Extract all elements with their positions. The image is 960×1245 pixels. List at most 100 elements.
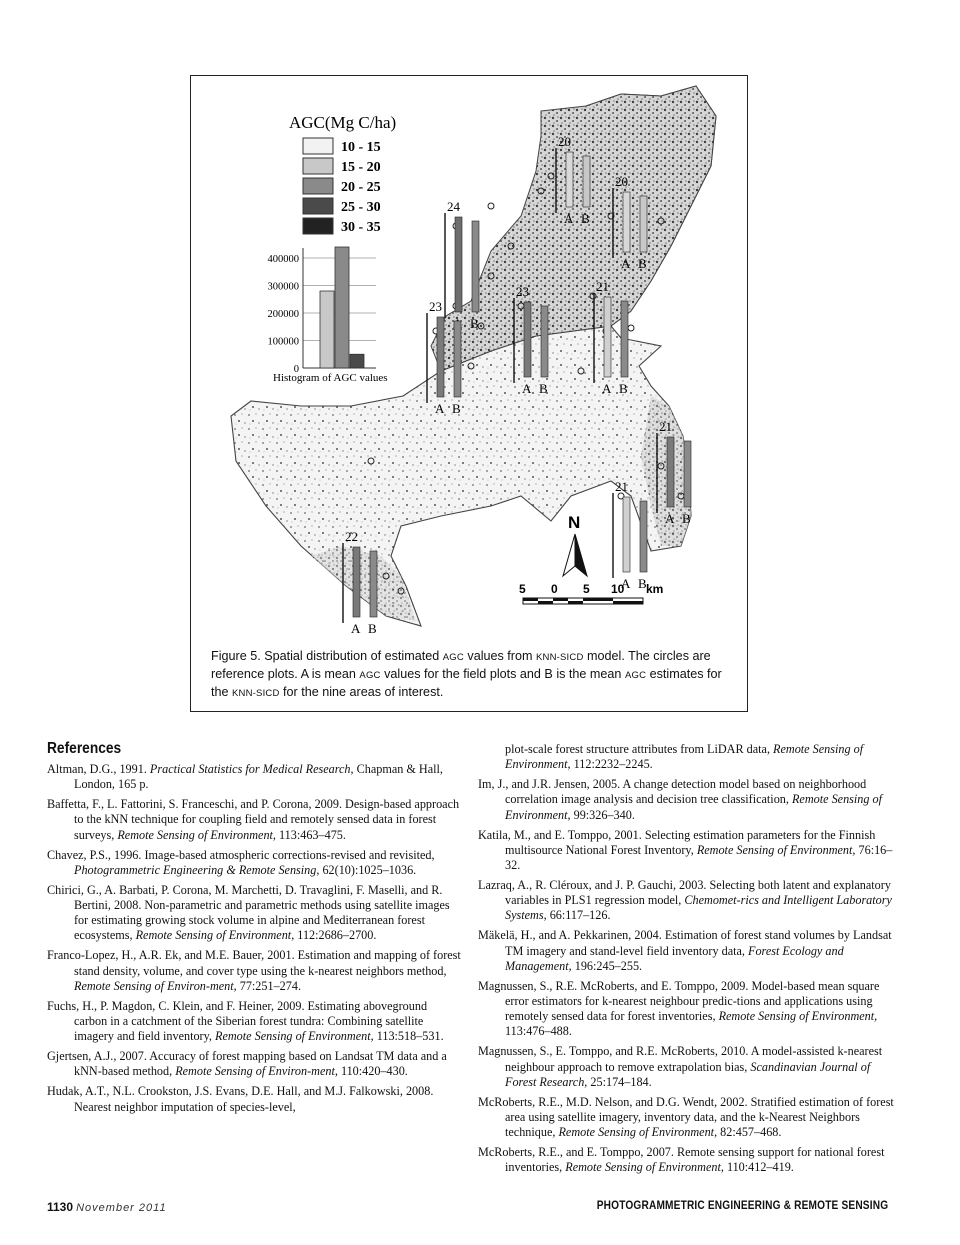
area-bar-a bbox=[666, 436, 675, 508]
area-a-label: A bbox=[351, 621, 361, 636]
reference-plot-circle bbox=[487, 272, 495, 280]
area-b-label: B bbox=[470, 316, 479, 331]
reference-entry: Hudak, A.T., N.L. Crookston, J.S. Evans,… bbox=[47, 1084, 434, 1114]
area-b-label: B bbox=[682, 511, 691, 526]
area-value-label: 24 bbox=[447, 199, 461, 214]
forest-zone-south bbox=[311, 546, 416, 621]
scale-unit: km bbox=[646, 582, 663, 596]
area-bar-b bbox=[582, 155, 591, 208]
reference-entry: Mäkelä, H., and A. Pekkarinen, 2004. Est… bbox=[478, 928, 892, 973]
scale-label: 0 bbox=[551, 582, 558, 596]
legend-label: 25 - 30 bbox=[341, 200, 381, 215]
reference-entry: Lazraq, A., R. Cléroux, and J. P. Gauchi… bbox=[478, 878, 892, 923]
reference-plot-circle bbox=[467, 362, 475, 370]
reference-entry: Altman, D.G., 1991. Practical Statistics… bbox=[47, 762, 443, 792]
north-arrow: N bbox=[562, 513, 588, 578]
area-b-label: B bbox=[452, 401, 461, 416]
area-value-label: 20 bbox=[615, 174, 628, 189]
north-label: N bbox=[568, 513, 580, 532]
legend-label: 10 - 15 bbox=[341, 140, 381, 155]
page-footer-left: 1130 November 2011 bbox=[47, 1200, 167, 1214]
reference-plot-circle bbox=[577, 367, 585, 375]
reference-entry: plot-scale forest structure attributes f… bbox=[505, 742, 864, 772]
histogram-bar bbox=[349, 353, 365, 369]
reference-entry: McRoberts, R.E., and E. Tomppo, 2007. Re… bbox=[478, 1145, 885, 1175]
scale-label: 5 bbox=[583, 582, 590, 596]
area-a-label: A bbox=[522, 381, 532, 396]
area-bar-b bbox=[369, 550, 378, 618]
area-a-label: A bbox=[665, 511, 675, 526]
reference-entry: Im, J., and J.R. Jensen, 2005. A change … bbox=[478, 777, 883, 822]
references-right-column: plot-scale forest structure attributes f… bbox=[478, 742, 898, 1180]
area-bar-b bbox=[683, 440, 692, 508]
area-b-label: B bbox=[368, 621, 377, 636]
reference-plot-circle bbox=[589, 292, 597, 300]
area-bar-a bbox=[352, 546, 361, 618]
area-bar-group: 24AB bbox=[444, 199, 480, 331]
reference-plot-circle bbox=[537, 187, 545, 195]
area-bar-b bbox=[639, 500, 648, 573]
reference-plot-circle bbox=[477, 322, 485, 330]
histogram-tick-label: 0 bbox=[294, 364, 299, 375]
histogram-title: Histogram of AGC values bbox=[273, 372, 388, 384]
area-b-label: B bbox=[638, 256, 647, 271]
area-b-label: B bbox=[581, 211, 590, 226]
journal-name: PHOTOGRAMMETRIC ENGINEERING & REMOTE SEN… bbox=[596, 1200, 888, 1212]
histogram-bar bbox=[334, 246, 350, 369]
area-bar-a bbox=[454, 216, 463, 313]
area-a-label: A bbox=[621, 256, 631, 271]
reference-plot-circle bbox=[397, 587, 405, 595]
legend-swatch bbox=[302, 137, 334, 155]
area-a-label: A bbox=[435, 401, 445, 416]
area-b-label: B bbox=[539, 381, 548, 396]
reference-entry: Gjertsen, A.J., 2007. Accuracy of forest… bbox=[47, 1049, 447, 1079]
area-bar-a bbox=[523, 301, 532, 378]
area-b-label: B bbox=[638, 576, 647, 591]
area-a-label: A bbox=[602, 381, 612, 396]
reference-entry: Franco-Lopez, H., A.R. Ek, and M.E. Baue… bbox=[47, 948, 461, 993]
area-bar-b bbox=[453, 320, 462, 398]
area-bar-a bbox=[436, 316, 445, 398]
legend-swatch bbox=[302, 157, 334, 175]
reference-plot-circle bbox=[382, 572, 390, 580]
reference-entry: Chavez, P.S., 1996. Image-based atmosphe… bbox=[47, 847, 435, 877]
reference-plot-circle bbox=[607, 212, 615, 220]
histogram-bar bbox=[319, 290, 335, 369]
histogram-tick-label: 100000 bbox=[268, 337, 300, 348]
reference-plot-circle bbox=[507, 242, 515, 250]
reference-entry: Chirici, G., A. Barbati, P. Corona, M. M… bbox=[47, 882, 450, 943]
issue-date: November 2011 bbox=[76, 1202, 167, 1214]
area-bar-b bbox=[540, 305, 549, 378]
reference-entry: Magnussen, S., E. Tomppo, and R.E. McRob… bbox=[478, 1044, 883, 1089]
area-value-label: 21 bbox=[615, 479, 628, 494]
legend-swatch bbox=[302, 177, 334, 195]
scale-label: 10 bbox=[611, 582, 625, 596]
area-bar-b bbox=[471, 220, 480, 313]
reference-plot-circle bbox=[657, 462, 665, 470]
histogram-tick-label: 400000 bbox=[268, 254, 300, 265]
legend-label: 15 - 20 bbox=[341, 160, 381, 175]
reference-entry: Fuchs, H., P. Magdon, C. Klein, and F. H… bbox=[47, 998, 444, 1044]
references-heading: References bbox=[47, 740, 122, 757]
legend-swatch bbox=[302, 217, 334, 235]
area-b-label: B bbox=[619, 381, 628, 396]
histogram-tick-label: 200000 bbox=[268, 309, 300, 320]
area-bar-a bbox=[565, 151, 574, 208]
reference-plot-circle bbox=[617, 492, 625, 500]
page-number: 1130 bbox=[47, 1200, 74, 1214]
legend-title: AGC(Mg C/ha) bbox=[289, 113, 396, 132]
reference-plot-circle bbox=[547, 172, 555, 180]
area-value-label: 20 bbox=[558, 134, 571, 149]
reference-plot-circle bbox=[657, 217, 665, 225]
area-bar-b bbox=[639, 195, 648, 253]
area-bar-a bbox=[622, 191, 631, 253]
references-left-column: Altman, D.G., 1991. Practical Statistics… bbox=[47, 762, 462, 1120]
